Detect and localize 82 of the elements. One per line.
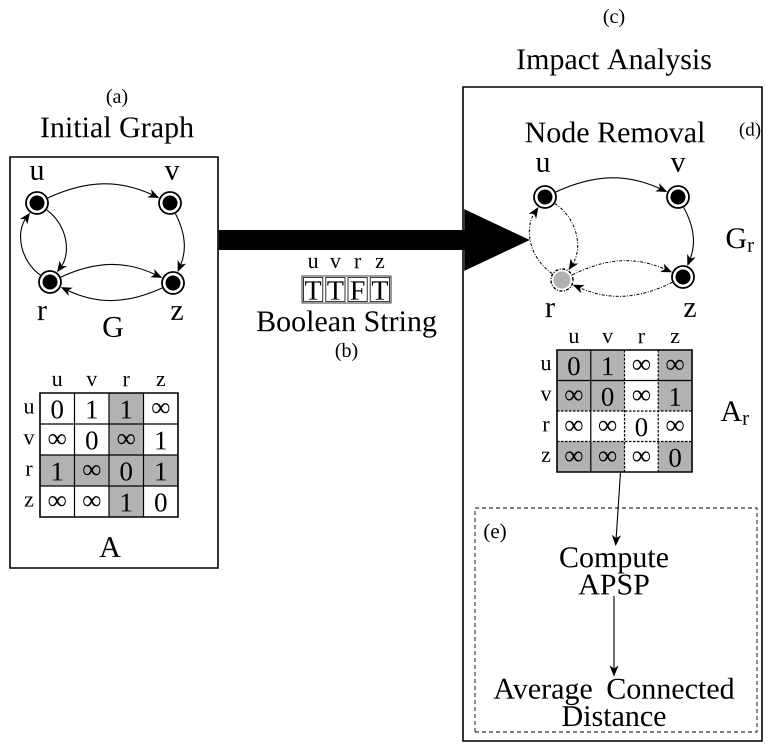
- node-label: 0: [155, 493, 167, 512]
- node-label: ∞: [152, 403, 170, 414]
- panel-letter: (b): [336, 342, 358, 362]
- node-label: ∞: [565, 451, 583, 462]
- node-label: ∞: [599, 451, 616, 462]
- node-label: ∞: [632, 451, 650, 462]
- node-label: T: [372, 281, 388, 300]
- node-label: 1: [156, 432, 166, 450]
- node-label: 1: [603, 357, 613, 376]
- string-header: z: [376, 258, 384, 268]
- node-label: 1: [670, 388, 680, 406]
- node-label: ∞: [83, 496, 100, 506]
- node-label: 1: [122, 400, 132, 418]
- node-label: 0: [602, 388, 614, 406]
- node-label: F: [350, 281, 364, 300]
- vertex-label: z: [171, 306, 183, 320]
- node-label: 0: [636, 418, 648, 436]
- matrix-header: r: [638, 332, 645, 344]
- step-text: Average Connected Distance: [494, 678, 734, 726]
- vertex-label: v: [164, 166, 180, 180]
- vertex-label: v: [670, 158, 686, 172]
- node-label: 0: [86, 431, 98, 450]
- node-label: 0: [120, 462, 132, 481]
- node-label: ∞: [666, 360, 684, 370]
- node-label: T: [305, 281, 322, 300]
- node-label: 0: [568, 357, 580, 376]
- matrix-header: z: [24, 496, 34, 507]
- graph-name: G: [103, 316, 123, 338]
- panel-letter: (a): [106, 88, 128, 108]
- matrix-header: z: [156, 376, 166, 386]
- node-label: ∞: [599, 420, 616, 432]
- boolean-string: T T F T: [302, 276, 392, 304]
- node-label: 1: [156, 462, 166, 480]
- panel-letter: (c): [604, 8, 624, 28]
- step-text: Compute APSP: [560, 547, 668, 595]
- panel-letter: (e): [484, 524, 506, 543]
- node-label: ∞: [666, 420, 684, 432]
- node-label: ∞: [632, 360, 650, 370]
- matrix-header: r: [26, 465, 32, 476]
- matrix-header: u: [24, 403, 34, 414]
- matrix-header: u: [540, 360, 552, 370]
- node-label: ∞: [632, 390, 650, 401]
- matrix-header: z: [670, 332, 680, 344]
- vertex-label: u: [536, 158, 550, 172]
- section-title: Node Removal: [525, 121, 705, 143]
- string-header: u: [308, 258, 318, 268]
- adjacency-matrix: 0 1 ∞ ∞ ∞ 0 ∞ 1 ∞ ∞ 0 ∞ ∞ ∞ ∞ 0: [556, 349, 693, 473]
- matrix-header: r: [542, 421, 550, 432]
- matrix-header: v: [24, 434, 35, 445]
- matrix-header: u: [52, 376, 62, 386]
- panel-title: Impact Analysis: [517, 48, 711, 76]
- matrix-header: z: [542, 452, 550, 462]
- node-label: 0: [669, 448, 681, 467]
- matrix-header: r: [122, 376, 130, 386]
- node-label: ∞: [118, 434, 135, 444]
- matrix-name: A$_{r}$: [720, 401, 749, 425]
- matrix-header: v: [540, 390, 552, 401]
- node-label: 1: [122, 494, 132, 512]
- node-label: ∞: [48, 434, 66, 444]
- panel-title: Initial Graph: [41, 116, 194, 144]
- vertex-label: z: [684, 303, 696, 317]
- node-label: 1: [52, 462, 62, 480]
- matrix-name: A: [99, 537, 121, 557]
- node-label: T: [327, 281, 344, 300]
- matrix-header: v: [602, 332, 614, 344]
- string-caption: Boolean String: [256, 310, 436, 338]
- vertex-label: r: [38, 306, 47, 320]
- matrix-header: v: [86, 376, 98, 386]
- node-label: 1: [87, 400, 97, 418]
- node-label: ∞: [565, 420, 583, 432]
- panel-letter: (d): [740, 122, 760, 140]
- graph-name: G$_{r}$: [726, 228, 754, 252]
- adjacency-matrix: 0 1 1 ∞ ∞ 0 ∞ 1 1 ∞ 0 1 ∞ ∞ 1 0: [39, 392, 179, 518]
- node-label: 0: [51, 400, 63, 419]
- string-header: v: [330, 258, 341, 268]
- vertex-label: u: [30, 166, 44, 180]
- node-label: ∞: [83, 465, 100, 476]
- matrix-header: u: [568, 332, 580, 344]
- vertex-label: r: [546, 302, 555, 318]
- node-label: ∞: [48, 496, 66, 506]
- string-header: r: [354, 258, 362, 268]
- node-label: ∞: [565, 390, 583, 401]
